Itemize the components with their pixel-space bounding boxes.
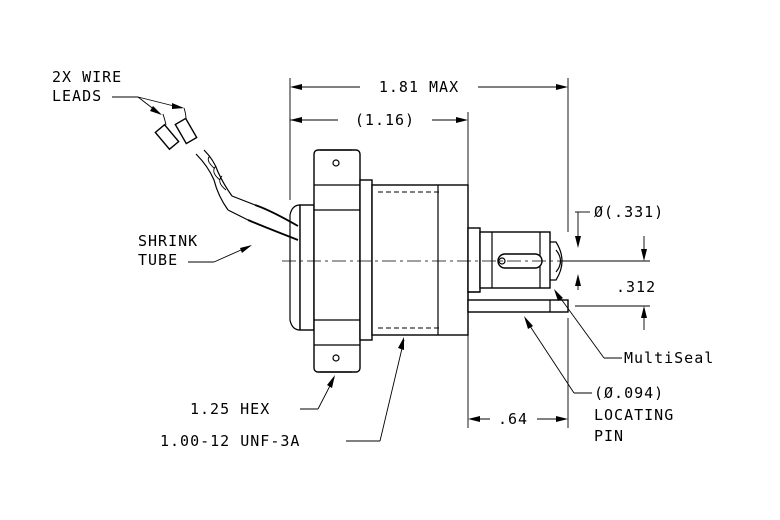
callout-multiseal: MultiSeal: [554, 289, 714, 367]
cable-assembly: [154, 107, 299, 241]
hex-hole-bottom: [332, 354, 340, 362]
locating-pin: [467, 291, 569, 313]
wire-leads-line1: 2X WIRE: [52, 68, 122, 86]
dimension-overall: 1.81 MAX: [289, 78, 569, 232]
back-plate: [299, 204, 315, 331]
tip-diameter-label: Ø(.331): [594, 203, 664, 221]
sensor-tip: [467, 227, 563, 293]
dimension-pin-length: .64: [467, 318, 569, 428]
threaded-body: [359, 179, 469, 341]
callout-hex: 1.25 HEX: [190, 375, 335, 418]
shrink-line2: TUBE: [138, 251, 178, 269]
pin-label-line2: LOCATING: [594, 406, 674, 424]
wire-leads-line2: LEADS: [52, 87, 102, 105]
dimension-pin-offset: .312: [560, 236, 656, 330]
pin-label-line3: PIN: [594, 427, 624, 445]
dimension-tip-diameter: Ø(.331): [575, 203, 664, 290]
callout-shrink-tube: SHRINK TUBE: [138, 232, 252, 269]
body-length-label: (1.16): [355, 111, 415, 129]
wire-lead-1: [174, 117, 198, 145]
hex-label: 1.25 HEX: [190, 400, 270, 418]
pin-label-line1: (Ø.094): [594, 384, 664, 402]
thread-label: 1.00-12 UNF-3A: [160, 432, 300, 450]
callout-wire-leads: 2X WIRE LEADS: [52, 68, 184, 115]
pin-length-label: .64: [498, 410, 528, 428]
overall-length-label: 1.81 MAX: [379, 78, 459, 96]
sensor-body: [154, 107, 600, 373]
dimension-body: (1.16): [290, 111, 469, 228]
pin-offset-label: .312: [616, 278, 656, 296]
hex-hole-top: [332, 159, 340, 167]
multiseal-label: MultiSeal: [624, 349, 714, 367]
callout-locating-pin: (Ø.094) LOCATING PIN: [524, 316, 674, 445]
callout-thread: 1.00-12 UNF-3A: [160, 337, 405, 450]
wire-lead-2: [154, 123, 180, 151]
shrink-line1: SHRINK: [138, 232, 198, 250]
